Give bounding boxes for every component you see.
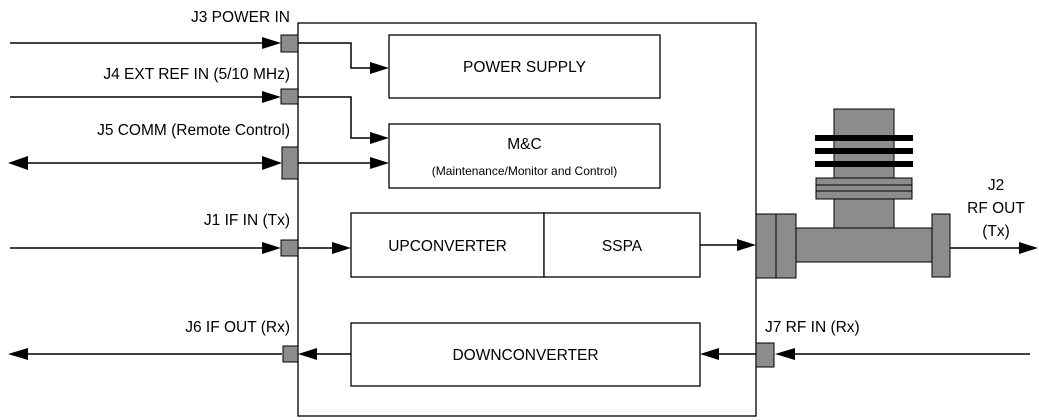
heatsink-fin-2 bbox=[815, 148, 913, 154]
sspa-label: SSPA bbox=[602, 238, 643, 255]
waveguide-flange-inner bbox=[755, 213, 777, 279]
upconverter-box bbox=[350, 212, 545, 278]
mc-block: M&C (Maintenance/Monitor and Control) bbox=[388, 123, 661, 189]
heatsink-fin-1 bbox=[815, 135, 913, 141]
j1-if-in-connector: J1 IF IN (Tx) bbox=[10, 212, 351, 257]
waveguide-collar-band bbox=[815, 184, 913, 192]
power-supply-block: POWER SUPPLY bbox=[388, 34, 661, 99]
sspa-box bbox=[543, 212, 701, 278]
j5-left-arrow bbox=[8, 156, 28, 170]
j2-label-line1: J2 bbox=[988, 177, 1004, 194]
mc-comm-arrow bbox=[370, 157, 389, 169]
j3-power-in-connector: J3 POWER IN bbox=[10, 9, 389, 74]
j1-label: J1 IF IN (Tx) bbox=[204, 212, 290, 229]
j4-input-arrow bbox=[262, 91, 281, 103]
sspa-output-arrow bbox=[737, 239, 756, 251]
downconverter-input-arrow bbox=[700, 348, 719, 360]
j6-if-out-connector: J6 IF OUT (Rx) bbox=[8, 319, 351, 363]
waveguide-top-column bbox=[833, 108, 895, 179]
waveguide-body bbox=[795, 227, 933, 263]
downconverter-box bbox=[350, 322, 701, 387]
j3-input-arrow bbox=[262, 37, 281, 49]
j7-input-arrow bbox=[775, 348, 795, 360]
downconverter-block: DOWNCONVERTER bbox=[350, 322, 701, 387]
j1-input-arrow bbox=[262, 242, 281, 254]
power-supply-box bbox=[388, 34, 661, 99]
j6-output-arrow bbox=[8, 348, 28, 360]
rf-out-arrow bbox=[1019, 242, 1038, 254]
downconverter-output-arrow bbox=[298, 348, 317, 360]
downconverter-label: DOWNCONVERTER bbox=[452, 347, 598, 364]
upconverter-arrow bbox=[332, 242, 351, 254]
j4-label: J4 EXT REF IN (5/10 MHz) bbox=[103, 66, 290, 83]
j2-label-line3: (Tx) bbox=[982, 223, 1010, 240]
heatsink-fin-3 bbox=[815, 161, 913, 167]
j2-label-line2: RF OUT bbox=[967, 200, 1025, 217]
j7-rf-in-connector: J7 RF IN (Rx) bbox=[700, 319, 1030, 368]
j7-port bbox=[755, 342, 775, 368]
j3-to-power-supply-line bbox=[298, 42, 375, 69]
power-supply-label: POWER SUPPLY bbox=[463, 59, 586, 76]
waveguide-flange-right bbox=[931, 213, 951, 278]
j6-label: J6 IF OUT (Rx) bbox=[185, 319, 290, 336]
j4-to-mc-line bbox=[298, 96, 375, 139]
waveguide-assembly bbox=[755, 108, 1038, 279]
mc-box bbox=[388, 123, 661, 189]
upconverter-label: UPCONVERTER bbox=[388, 238, 507, 255]
upconverter-sspa-block: UPCONVERTER SSPA bbox=[350, 212, 756, 278]
mc-subtitle: (Maintenance/Monitor and Control) bbox=[432, 164, 617, 178]
mc-ref-arrow bbox=[370, 132, 389, 144]
j7-label: J7 RF IN (Rx) bbox=[765, 319, 860, 336]
j3-port bbox=[280, 34, 299, 53]
waveguide-flange-outer bbox=[775, 213, 797, 279]
j6-port bbox=[282, 345, 299, 363]
j1-port bbox=[280, 239, 299, 257]
j5-label: J5 COMM (Remote Control) bbox=[97, 122, 290, 139]
j4-port bbox=[280, 88, 299, 105]
waveguide-vertical-stem bbox=[833, 197, 895, 229]
j3-label: J3 POWER IN bbox=[191, 9, 290, 26]
j5-right-arrow bbox=[262, 156, 282, 170]
j4-ext-ref-in-connector: J4 EXT REF IN (5/10 MHz) bbox=[10, 66, 389, 144]
mc-title: M&C bbox=[507, 136, 541, 153]
j2-rf-out-label: J2 RF OUT (Tx) bbox=[967, 177, 1025, 240]
power-supply-arrow bbox=[370, 62, 389, 74]
j5-port bbox=[281, 146, 299, 180]
j5-comm-connector: J5 COMM (Remote Control) bbox=[8, 122, 389, 180]
